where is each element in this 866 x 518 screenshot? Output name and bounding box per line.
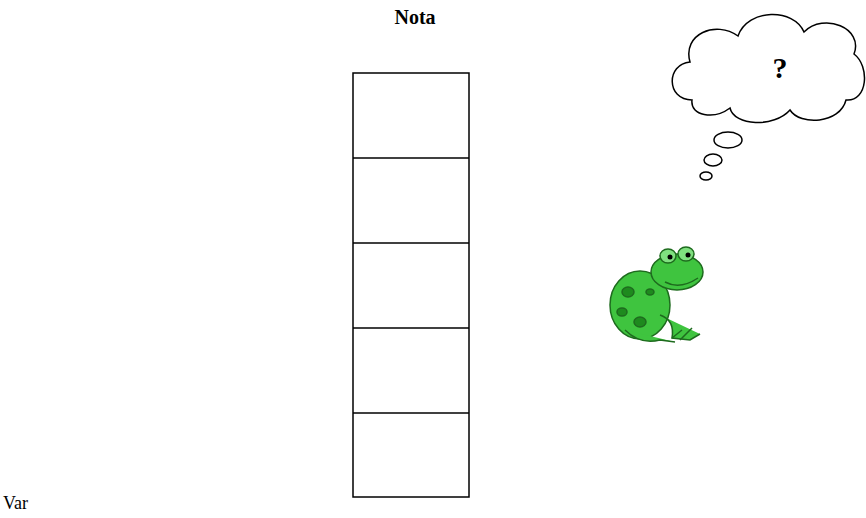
frog-figure bbox=[610, 247, 703, 342]
title: Nota bbox=[394, 6, 435, 29]
cloud-outline bbox=[660, 4, 866, 132]
note-label: Var bbox=[3, 493, 28, 514]
thought-trail bbox=[700, 132, 742, 180]
thought-mark: ? bbox=[739, 51, 788, 85]
box-column bbox=[353, 73, 469, 497]
thought-cloud: ? bbox=[660, 4, 866, 132]
